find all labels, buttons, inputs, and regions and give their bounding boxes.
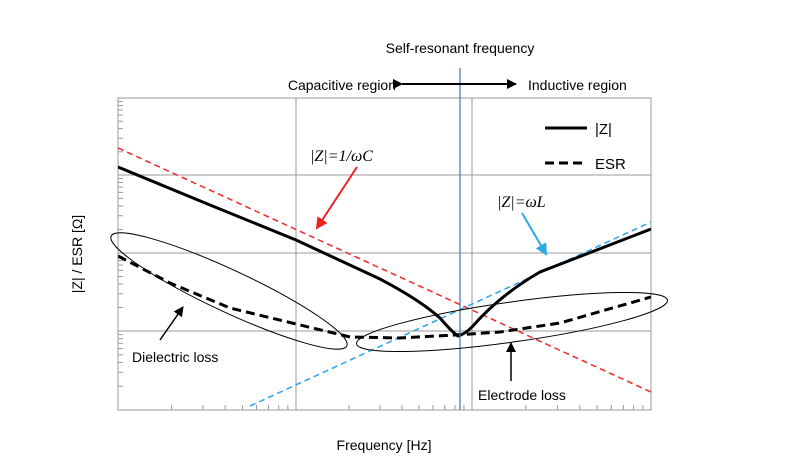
capacitive-asymptote bbox=[118, 147, 651, 393]
eq-capacitive-label: |Z|=1/ωC bbox=[310, 148, 373, 165]
x-axis-label: Frequency [Hz] bbox=[337, 437, 432, 453]
eq-inductive-label: |Z|=ωL bbox=[497, 194, 546, 211]
plot-frame bbox=[117, 97, 652, 411]
dielectric-loss-ellipse bbox=[110, 232, 348, 350]
electrode-loss-ellipse bbox=[356, 292, 668, 352]
red-arrow bbox=[315, 166, 358, 230]
plot-area bbox=[117, 97, 652, 411]
legend: |Z| ESR bbox=[545, 121, 626, 173]
dielectric-loss-label: Dielectric loss bbox=[132, 349, 218, 365]
dielectric-arrow bbox=[159, 306, 184, 341]
esr-curve bbox=[118, 254, 651, 340]
legend-esr-label: ESR bbox=[595, 156, 626, 173]
inductive-asymptote bbox=[249, 221, 651, 407]
capacitive-region-label: Capacitive region bbox=[288, 77, 396, 93]
self-resonant-label: Self-resonant frequency bbox=[386, 40, 535, 56]
inductive-region-label: Inductive region bbox=[528, 77, 627, 93]
curves bbox=[118, 147, 651, 407]
y-axis-label: |Z| / ESR [Ω] bbox=[69, 215, 85, 293]
axis-ticks bbox=[118, 101, 644, 410]
electrode-loss-label: Electrode loss bbox=[478, 387, 566, 403]
blue-arrow bbox=[521, 212, 548, 256]
legend-z-label: |Z| bbox=[595, 121, 612, 138]
